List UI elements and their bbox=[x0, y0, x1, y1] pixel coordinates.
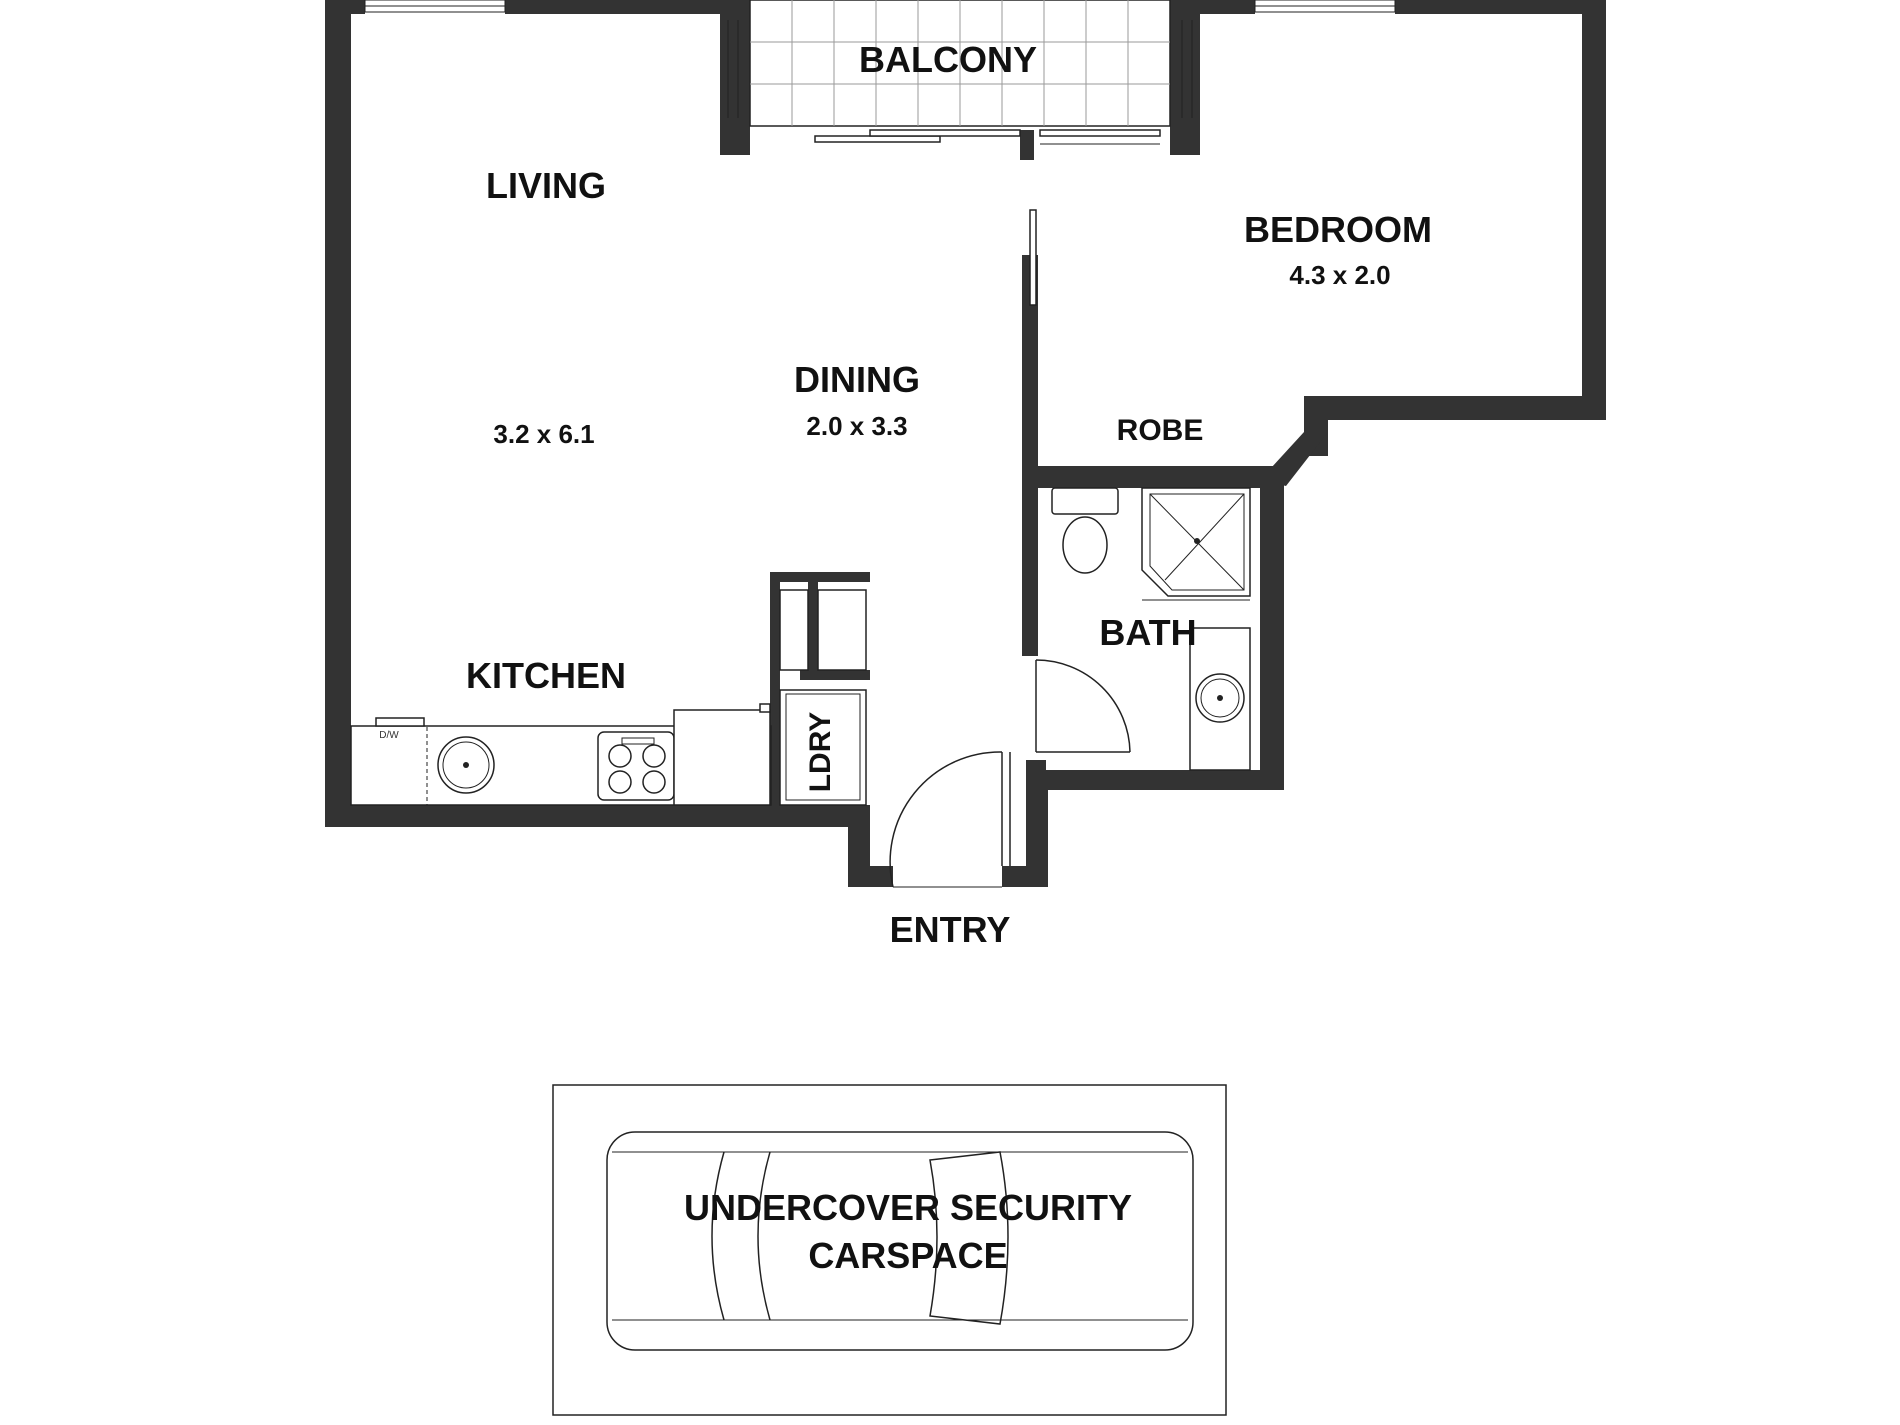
bath-label: BATH bbox=[1099, 612, 1196, 653]
walls bbox=[325, 0, 1606, 887]
dining-dimensions: 2.0 x 3.3 bbox=[806, 411, 907, 441]
robe-label: ROBE bbox=[1117, 414, 1204, 447]
balcony-label: BALCONY bbox=[859, 39, 1037, 80]
labels: BALCONY LIVING 3.2 x 6.1 DINING 2.0 x 3.… bbox=[466, 39, 1432, 1276]
dishwasher-label: D/W bbox=[379, 730, 399, 741]
carspace bbox=[552, 1084, 1227, 1416]
doors bbox=[889, 209, 1131, 888]
dining-label: DINING bbox=[794, 359, 920, 400]
living-dimensions: 3.2 x 6.1 bbox=[493, 419, 594, 449]
laundry-label: LDRY bbox=[804, 712, 837, 793]
bedroom-dimensions: 4.3 x 2.0 bbox=[1289, 260, 1390, 290]
carspace-label-line1: UNDERCOVER SECURITY bbox=[684, 1187, 1132, 1228]
bedroom-label: BEDROOM bbox=[1244, 209, 1432, 250]
carspace-label-line2: CARSPACE bbox=[808, 1235, 1007, 1276]
entry-label: ENTRY bbox=[890, 909, 1011, 950]
bath-fixtures bbox=[1051, 487, 1251, 771]
living-label: LIVING bbox=[486, 165, 606, 206]
balcony bbox=[727, 0, 1193, 145]
windows bbox=[364, 0, 1396, 13]
kitchen-label: KITCHEN bbox=[466, 655, 626, 696]
kitchen-fixtures: D/W bbox=[350, 703, 772, 806]
laundry-fixtures bbox=[779, 589, 867, 806]
